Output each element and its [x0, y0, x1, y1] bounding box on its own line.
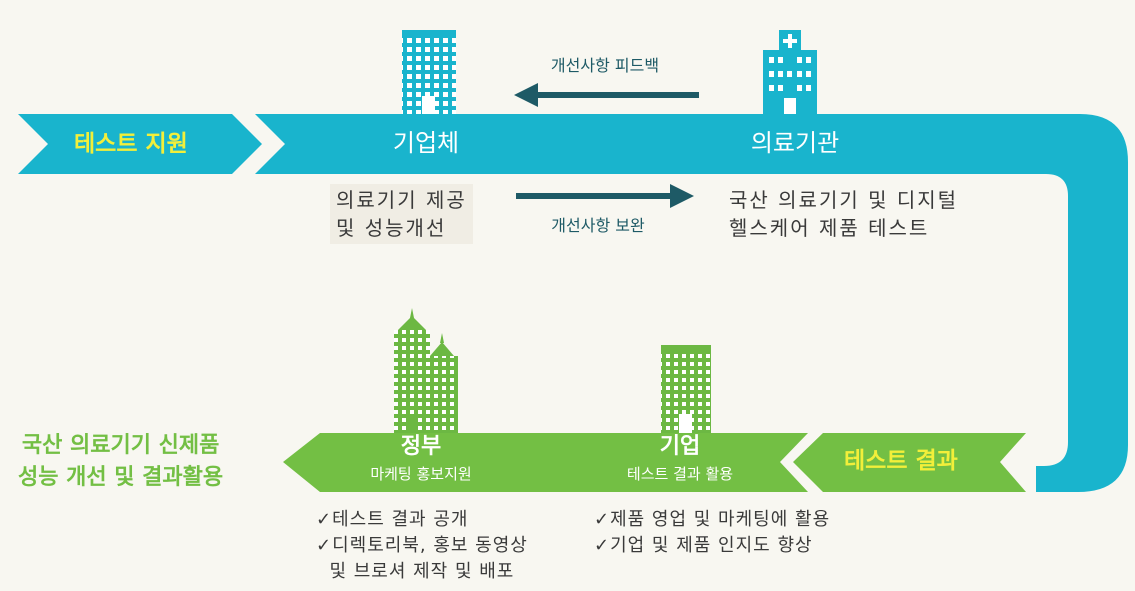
checklist-item: 및 브로셔 제작 및 배포 — [316, 561, 515, 582]
supplement-label: 개선사항 보완 — [551, 216, 645, 235]
checklist-item: ✓디렉토리북, 홍보 동영상 — [316, 535, 528, 556]
government-subtitle: 마케팅 홍보지원 — [370, 465, 472, 483]
test-support-label: 테스트 지원 — [74, 131, 188, 157]
cyan-flow-band — [255, 114, 1128, 492]
feedback-label: 개선사항 피드백 — [550, 56, 660, 75]
test-result-label: 테스트 결과 — [844, 448, 958, 474]
corporation-subtitle: 테스트 결과 활용 — [626, 465, 734, 483]
checklist-item: ✓제품 영업 및 마케팅에 활용 — [594, 509, 831, 530]
checklist-item: ✓테스트 결과 공개 — [316, 509, 469, 530]
corporation-label: 기업 — [659, 434, 701, 459]
medical-description-line1: 국산 의료기기 및 디지털 — [729, 188, 959, 212]
green-flow-band — [283, 433, 808, 492]
company-description-line1: 의료기기 제공 — [336, 188, 467, 212]
medical-description: 국산 의료기기 및 디지털 헬스케어 제품 테스트 — [729, 186, 958, 242]
test-result-chevron — [793, 433, 1026, 492]
outcome-label: 국산 의료기기 신제품 성능 개선 및 결과활용 — [18, 430, 223, 494]
outcome-line1: 국산 의료기기 신제품 — [21, 433, 220, 458]
company-description-box: 의료기기 제공 및 성능개선 — [330, 184, 473, 244]
skyscraper-icon — [394, 308, 458, 433]
company-description-line2: 및 성능개선 — [336, 216, 447, 240]
government-checklist: ✓테스트 결과 공개 ✓디렉토리북, 홍보 동영상 및 브로셔 제작 및 배포 — [316, 507, 528, 585]
outcome-line2: 성능 개선 및 결과활용 — [18, 465, 224, 490]
feedback-arrow — [514, 83, 699, 107]
corporation-checklist: ✓제품 영업 및 마케팅에 활용 ✓기업 및 제품 인지도 향상 — [594, 507, 830, 559]
checklist-item: ✓기업 및 제품 인지도 향상 — [594, 535, 813, 556]
test-support-chevron — [18, 114, 262, 174]
medical-institution-label: 의료기관 — [750, 129, 840, 157]
company-label: 기업체 — [392, 129, 460, 157]
government-label: 정부 — [400, 434, 442, 459]
supplement-arrow — [516, 184, 694, 208]
green-building-icon — [661, 345, 711, 433]
medical-description-line2: 헬스케어 제품 테스트 — [729, 216, 930, 240]
office-building-icon — [402, 30, 456, 114]
hospital-building-icon — [763, 30, 817, 114]
